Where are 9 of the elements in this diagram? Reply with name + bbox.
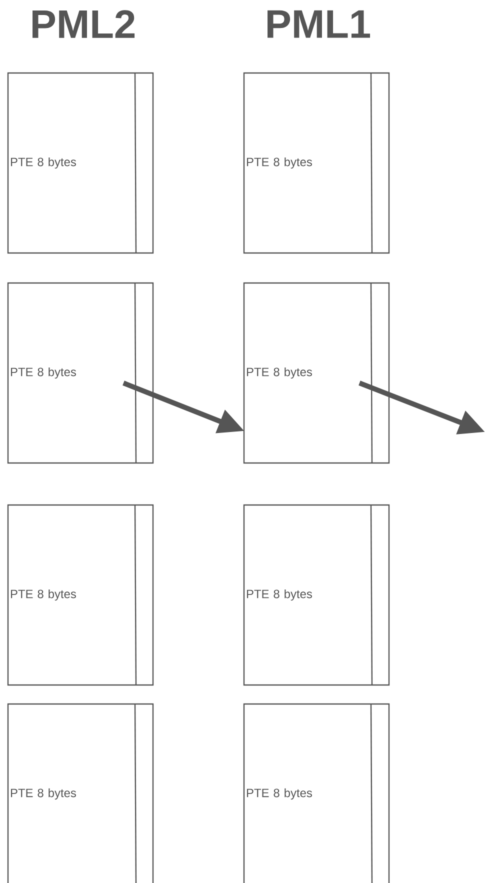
table-box: PTE 8 bytes [7,282,154,464]
table-box: PTE 8 bytes [7,72,154,254]
table-box: PTE 8 bytes [243,72,390,254]
table-box: PTE 8 bytes [7,703,154,883]
table-box: PTE 8 bytes [7,504,154,686]
column-heading: PML2 [32,10,135,38]
table-box: PTE 8 bytes [243,703,390,883]
table-box: PTE 8 bytes [243,282,390,464]
table-box: PTE 8 bytes [243,504,390,686]
